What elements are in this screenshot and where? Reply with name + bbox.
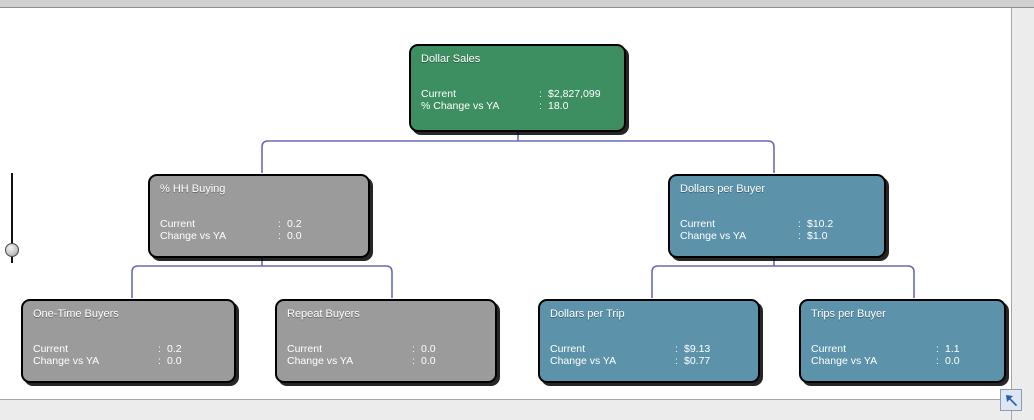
metric-colon: : [539, 100, 542, 112]
metric-label: Current [160, 218, 196, 230]
metric-label: Change vs YA [550, 355, 617, 367]
metric-label: Current [287, 343, 323, 355]
metric-label: Change vs YA [811, 355, 878, 367]
node-dollars-per-trip[interactable]: Dollars per Trip Current : $9.13 Change … [538, 299, 760, 383]
node-dollar-sales[interactable]: Dollar Sales Current : $2,827,099 % Chan… [409, 44, 626, 132]
metric-value: 1.1 [945, 343, 960, 355]
window-top-strip [0, 0, 1034, 8]
metric-colon: : [936, 343, 939, 355]
node-pct-hh-buying[interactable]: % HH Buying Current : 0.2 Change vs YA :… [148, 174, 370, 258]
window-bottom-strip [0, 400, 1012, 420]
metric-label: Change vs YA [33, 355, 100, 367]
metric-row: Change vs YA : 0.0 [811, 355, 996, 367]
node-title: Dollars per Trip [550, 308, 625, 320]
metric-label: Change vs YA [680, 230, 747, 242]
metric-colon: : [158, 355, 161, 367]
metric-row: Current : 0.2 [160, 218, 360, 230]
metric-label: Current [421, 88, 457, 100]
node-metric-rows: Current : $9.13 Change vs YA : $0.77 [550, 343, 750, 367]
metric-label: Current [680, 218, 716, 230]
metric-row: Change vs YA : 0.0 [160, 230, 360, 242]
diagram-canvas[interactable]: Dollar Sales Current : $2,827,099 % Chan… [0, 8, 1011, 400]
zoom-slider-track[interactable] [11, 173, 13, 263]
metric-colon: : [412, 355, 415, 367]
metric-value: 0.0 [421, 343, 436, 355]
node-metric-rows: Current : $10.2 Change vs YA : $1.0 [680, 218, 876, 242]
node-metric-rows: Current : $2,827,099 % Change vs YA : 18… [421, 88, 616, 112]
metric-row: Change vs YA : 0.0 [33, 355, 226, 367]
metric-label: Change vs YA [160, 230, 227, 242]
metric-row: % Change vs YA : 18.0 [421, 100, 616, 112]
metric-label: Current [33, 343, 69, 355]
node-title: Repeat Buyers [287, 308, 360, 320]
node-title: % HH Buying [160, 183, 226, 195]
metric-colon: : [675, 355, 678, 367]
metric-colon: : [412, 343, 415, 355]
node-title: Dollar Sales [421, 53, 481, 65]
metric-value: $2,827,099 [548, 88, 601, 100]
metric-row: Change vs YA : $0.77 [550, 355, 750, 367]
metric-row: Change vs YA : $1.0 [680, 230, 876, 242]
metric-label: Current [811, 343, 847, 355]
node-metric-rows: Current : 0.0 Change vs YA : 0.0 [287, 343, 487, 367]
node-trips-per-buyer[interactable]: Trips per Buyer Current : 1.1 Change vs … [799, 299, 1006, 383]
node-dollars-per-buyer[interactable]: Dollars per Buyer Current : $10.2 Change… [668, 174, 886, 258]
metric-label: % Change vs YA [421, 100, 500, 112]
metric-colon: : [936, 355, 939, 367]
metric-row: Current : $10.2 [680, 218, 876, 230]
metric-row: Current : $9.13 [550, 343, 750, 355]
node-title: One-Time Buyers [33, 308, 119, 320]
metric-value: 0.0 [421, 355, 436, 367]
zoom-slider[interactable] [3, 173, 21, 263]
bottom-divider [0, 399, 1012, 400]
zoom-slider-thumb[interactable] [5, 243, 19, 257]
node-metric-rows: Current : 1.1 Change vs YA : 0.0 [811, 343, 996, 367]
node-title: Trips per Buyer [811, 308, 886, 320]
metric-colon: : [158, 343, 161, 355]
metric-colon: : [675, 343, 678, 355]
metric-row: Current : 0.0 [287, 343, 487, 355]
metric-value: $1.0 [807, 230, 828, 242]
metric-colon: : [278, 218, 281, 230]
metric-value: $10.2 [807, 218, 834, 230]
metric-label: Current [550, 343, 586, 355]
metric-colon: : [798, 218, 801, 230]
metric-value: 0.0 [287, 230, 302, 242]
metric-value: 18.0 [548, 100, 569, 112]
metric-value: 0.0 [945, 355, 960, 367]
metric-label: Change vs YA [287, 355, 354, 367]
right-gutter [1011, 8, 1034, 420]
metric-colon: : [798, 230, 801, 242]
metric-value: 0.0 [167, 355, 182, 367]
resize-arrow-icon [1006, 395, 1018, 407]
metric-value: 0.2 [287, 218, 302, 230]
metric-value: $0.77 [684, 355, 711, 367]
metric-row: Change vs YA : 0.0 [287, 355, 487, 367]
node-one-time-buyers[interactable]: One-Time Buyers Current : 0.2 Change vs … [21, 299, 236, 383]
node-title: Dollars per Buyer [680, 183, 765, 195]
metric-row: Current : 0.2 [33, 343, 226, 355]
metric-value: $9.13 [684, 343, 711, 355]
metric-colon: : [539, 88, 542, 100]
metric-colon: : [278, 230, 281, 242]
metric-row: Current : $2,827,099 [421, 88, 616, 100]
node-metric-rows: Current : 0.2 Change vs YA : 0.0 [33, 343, 226, 367]
node-repeat-buyers[interactable]: Repeat Buyers Current : 0.0 Change vs YA… [275, 299, 497, 383]
metric-row: Current : 1.1 [811, 343, 996, 355]
resize-arrow-button[interactable] [1000, 389, 1022, 411]
metric-value: 0.2 [167, 343, 182, 355]
node-metric-rows: Current : 0.2 Change vs YA : 0.0 [160, 218, 360, 242]
